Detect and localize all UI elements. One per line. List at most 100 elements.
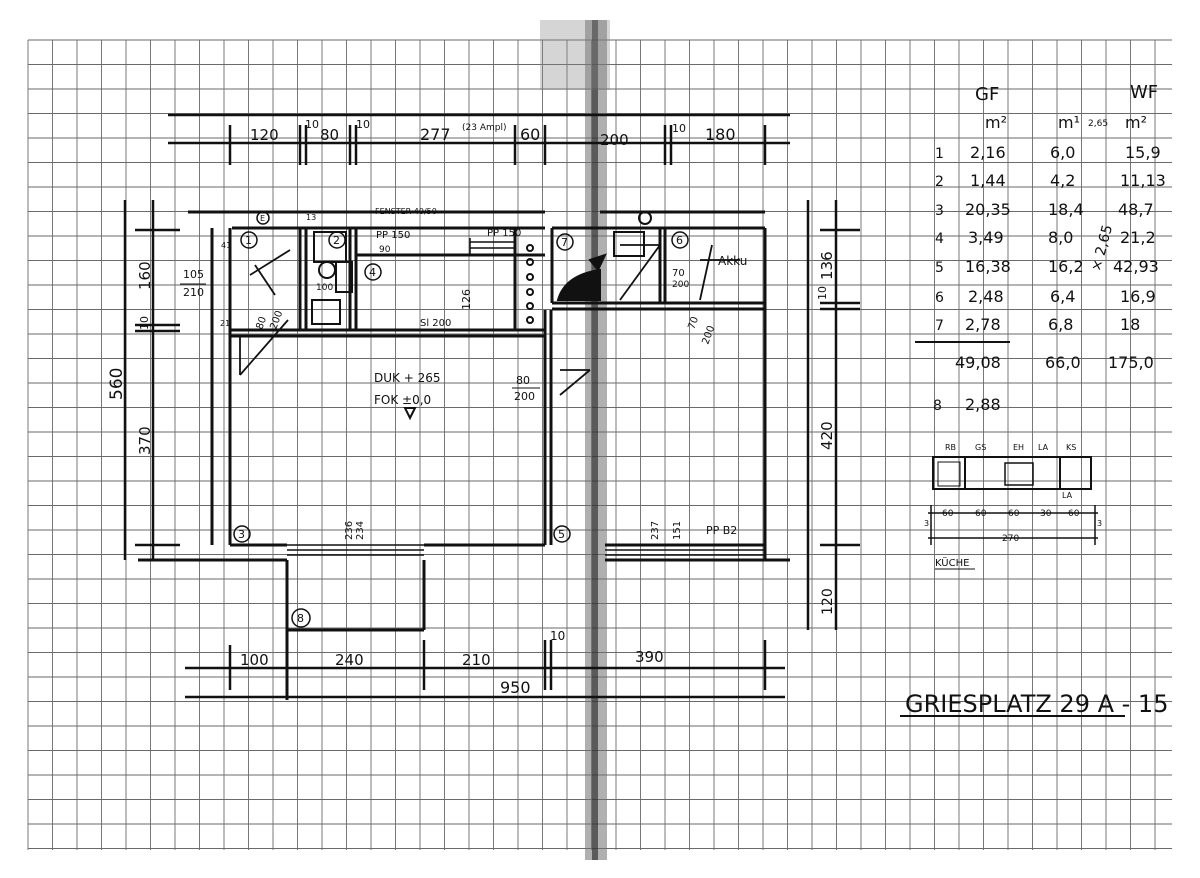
top-dim-277: 277 — [420, 125, 451, 144]
bottom-dim-240: 240 — [335, 651, 364, 669]
kitchen-label-rb: RB — [945, 443, 956, 452]
pp-b2: PP B2 — [706, 524, 737, 537]
bottom-dim-100: 100 — [240, 651, 269, 669]
scan-smudge — [540, 20, 610, 90]
row-gf: 20,35 — [965, 200, 1011, 219]
table-header-wf: WF — [1130, 82, 1158, 103]
row-gf: 2,78 — [965, 315, 1001, 334]
fixtures — [311, 211, 652, 421]
row-gf: 1,44 — [970, 171, 1006, 190]
table-row: 4 3,49 8,0 21,2 — [935, 228, 1156, 247]
room-4-number: 4 — [369, 266, 376, 279]
kitchen-dim-b: 60 — [975, 509, 987, 519]
small-dim-100: 100 — [316, 283, 333, 293]
kitchen-sketch: RB GS EH LA KS LA 3 60 60 60 30 60 3 270… — [924, 443, 1102, 570]
row-m: 18,4 — [1048, 200, 1084, 219]
top-dim-200: 200 — [600, 131, 629, 149]
room-markers — [233, 211, 689, 628]
row-number: 5 — [935, 260, 944, 276]
room-3-marker — [233, 525, 251, 543]
door-200: 200 — [514, 390, 535, 403]
bottom-dim-210: 210 — [462, 651, 491, 669]
left-dim-10: 10 — [138, 316, 151, 330]
height-234: 234 — [355, 521, 366, 540]
table-row: 6 2,48 6,4 16,9 — [935, 287, 1156, 306]
room-7-number: 7 — [561, 236, 568, 249]
row-wf: 48,7 — [1118, 200, 1154, 219]
room-2-number: 2 — [333, 234, 340, 247]
height-236: 236 — [344, 521, 355, 540]
top-dim-80: 80 — [320, 126, 339, 144]
row-wf: 16,9 — [1120, 287, 1156, 306]
small-dim-21: 21 — [220, 319, 230, 328]
top-dim-120: 120 — [250, 126, 279, 144]
bottom-dim-390: 390 — [635, 648, 664, 666]
height-151: 151 — [672, 521, 683, 540]
row-gf: 2,48 — [968, 287, 1004, 306]
kitchen-dim-e: 60 — [1068, 509, 1080, 519]
room-2-marker — [328, 231, 346, 249]
top-dim-10c: 10 — [672, 122, 686, 135]
table-header-gf-unit: m² — [985, 113, 1007, 132]
door-dim-105: 105 — [183, 268, 204, 281]
row-wf: 42,93 — [1113, 257, 1159, 276]
window-note: FENSTER 40/50 — [375, 207, 437, 216]
right-dim-120: 120 — [820, 588, 836, 615]
page-fold-line — [592, 20, 598, 860]
dim-13: 13 — [306, 213, 316, 222]
dim-90: 90 — [379, 245, 391, 255]
door-70: 70 — [672, 268, 685, 279]
table-header-m1: m¹ — [1058, 113, 1080, 132]
wall-126: 126 — [460, 289, 473, 310]
room-5-number: 5 — [558, 528, 565, 541]
room-5-marker — [553, 525, 571, 543]
row-m: 6,0 — [1050, 143, 1075, 162]
right-dim-420: 420 — [818, 421, 836, 450]
row-number: 3 — [935, 203, 944, 219]
door-200b: 200 — [700, 324, 717, 346]
door-dim-210: 210 — [183, 286, 204, 299]
room-6-marker — [671, 231, 689, 249]
room1-door-200: 200 — [268, 309, 285, 331]
small-dim-41: 41 — [221, 241, 231, 250]
total-wf: 175,0 — [1108, 353, 1154, 372]
row-gf: 16,38 — [965, 257, 1011, 276]
room-1-number: 1 — [245, 234, 252, 247]
room-8-number: 8 — [297, 612, 304, 625]
windows — [287, 238, 765, 556]
table-row: 7 2,78 6,8 18 — [935, 315, 1140, 334]
kitchen-label-ks: KS — [1066, 443, 1076, 452]
row-gf: 3,49 — [968, 228, 1004, 247]
area-table: 1 2,16 6,0 15,9 2 1,44 4,2 11,13 3 20,35… — [935, 143, 1166, 334]
row8-gf: 2,88 — [965, 395, 1001, 414]
kitchen-label-la: LA — [1038, 443, 1049, 452]
right-dim-10: 10 — [816, 286, 829, 300]
left-dim-560: 560 — [107, 368, 127, 400]
top-dim-10b: 10 — [356, 118, 370, 131]
room-6-number: 6 — [676, 234, 683, 247]
row-m: 4,2 — [1050, 171, 1075, 190]
row-number: 1 — [935, 146, 944, 162]
row8-number: 8 — [933, 398, 942, 414]
floor-level-note: FOK ±0,0 — [374, 393, 431, 407]
row-wf: 11,13 — [1120, 171, 1166, 190]
row-number: 7 — [935, 318, 944, 334]
door-70b: 70 — [686, 315, 701, 331]
left-dim-160: 160 — [136, 261, 154, 290]
kitchen-dim-d: 30 — [1040, 509, 1052, 519]
kitchen-dim-c: 60 — [1008, 509, 1020, 519]
row-number: 6 — [935, 290, 944, 306]
kitchen-dim-l3: 3 — [924, 519, 929, 528]
table-header-wf-unit: m² — [1125, 113, 1147, 132]
table-row: 5 16,38 16,2 42,93 — [935, 257, 1159, 276]
top-dim-180: 180 — [705, 125, 736, 144]
row-gf: 2,16 — [970, 143, 1006, 162]
row-wf: 18 — [1120, 315, 1140, 334]
height-multiplier: × 2,65 — [1088, 223, 1116, 273]
top-dim-10a: 10 — [305, 118, 319, 131]
total-gf: 49,08 — [955, 353, 1001, 372]
left-dim-370: 370 — [136, 426, 154, 455]
bottom-dim-10: 10 — [550, 629, 565, 643]
table-row: 3 20,35 18,4 48,7 — [935, 200, 1154, 219]
kitchen-label-la2: LA — [1062, 491, 1073, 500]
